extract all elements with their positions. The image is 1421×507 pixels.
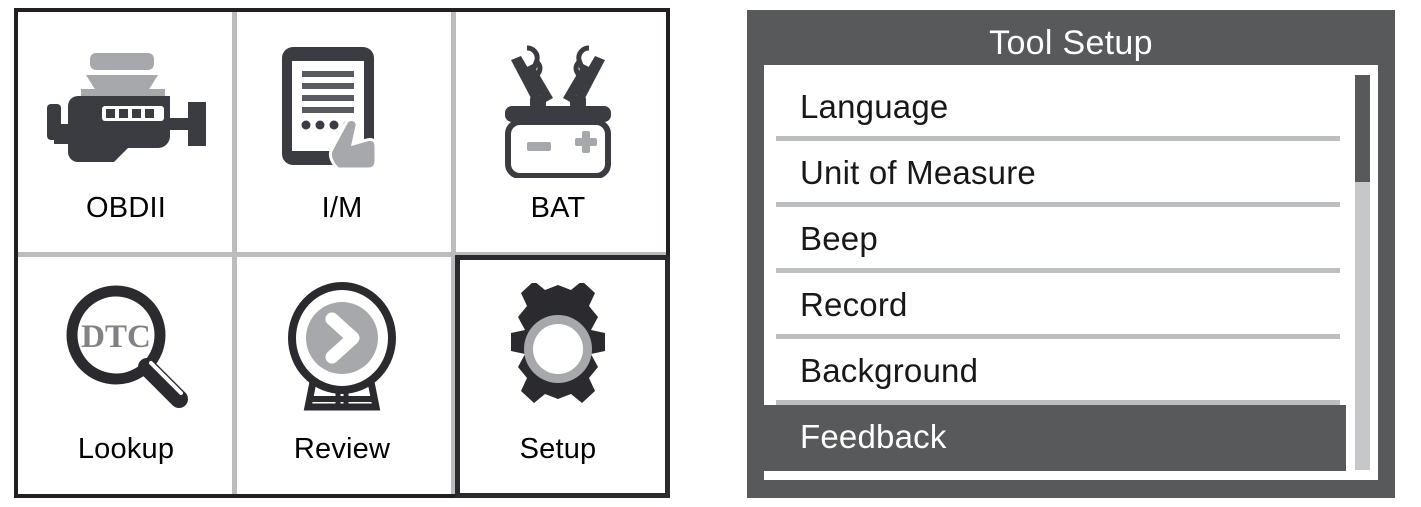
menu-item-language[interactable]: Language — [764, 75, 1346, 141]
menu-item-label: Feedback — [800, 418, 947, 456]
menu-item-label: Background — [800, 352, 979, 390]
menu-item-separator — [776, 136, 1340, 141]
tile-label-im: I/M — [321, 192, 363, 224]
menu-scrollbar[interactable] — [1355, 75, 1370, 470]
menu-item-unit-of-measure[interactable]: Unit of Measure — [764, 141, 1346, 207]
engine-icon — [18, 28, 234, 188]
tile-label-lookup: Lookup — [77, 433, 175, 465]
tile-lookup[interactable]: DTC Lookup — [18, 253, 234, 494]
tile-im[interactable]: I/M — [234, 12, 450, 253]
tile-bat[interactable]: BAT — [450, 12, 666, 253]
battery-clamps-icon — [450, 28, 666, 188]
gear-icon — [450, 269, 666, 429]
dtc-magnifier-icon: DTC — [18, 269, 234, 429]
menu-item-separator — [776, 400, 1340, 405]
grid-hline-1 — [18, 252, 666, 257]
menu-item-label: Unit of Measure — [800, 154, 1036, 192]
tile-label-obdii: OBDII — [86, 192, 166, 224]
tile-review[interactable]: Review — [234, 253, 450, 494]
tool-setup-title: Tool Setup — [989, 24, 1153, 62]
tile-obdii[interactable]: OBDII — [18, 12, 234, 253]
tool-setup-menu-surface: Language Unit of Measure Beep Record Bac — [764, 65, 1378, 480]
tablet-touch-icon — [234, 28, 450, 188]
menu-scrollbar-thumb[interactable] — [1355, 75, 1370, 182]
tool-setup-menu-list: Language Unit of Measure Beep Record Bac — [764, 65, 1346, 480]
tile-setup[interactable]: Setup — [450, 253, 666, 494]
menu-item-separator — [776, 268, 1340, 273]
menu-item-label: Beep — [800, 220, 878, 258]
menu-item-feedback[interactable]: Feedback — [764, 405, 1346, 471]
menu-item-separator — [776, 202, 1340, 207]
menu-item-background[interactable]: Background — [764, 339, 1346, 405]
tile-label-bat: BAT — [530, 192, 586, 224]
menu-item-beep[interactable]: Beep — [764, 207, 1346, 273]
home-menu-grid: OBDII — [14, 8, 670, 498]
dtc-badge-text: DTC — [81, 319, 151, 355]
menu-item-label: Record — [800, 286, 908, 324]
menu-item-separator — [776, 334, 1340, 339]
tile-label-review: Review — [293, 433, 391, 465]
menu-item-label: Language — [800, 88, 949, 126]
menu-item-record[interactable]: Record — [764, 273, 1346, 339]
tool-setup-panel: Tool Setup Language Unit of Measure Beep… — [747, 10, 1395, 498]
playback-disc-icon — [234, 269, 450, 429]
tile-label-setup: Setup — [519, 433, 597, 465]
